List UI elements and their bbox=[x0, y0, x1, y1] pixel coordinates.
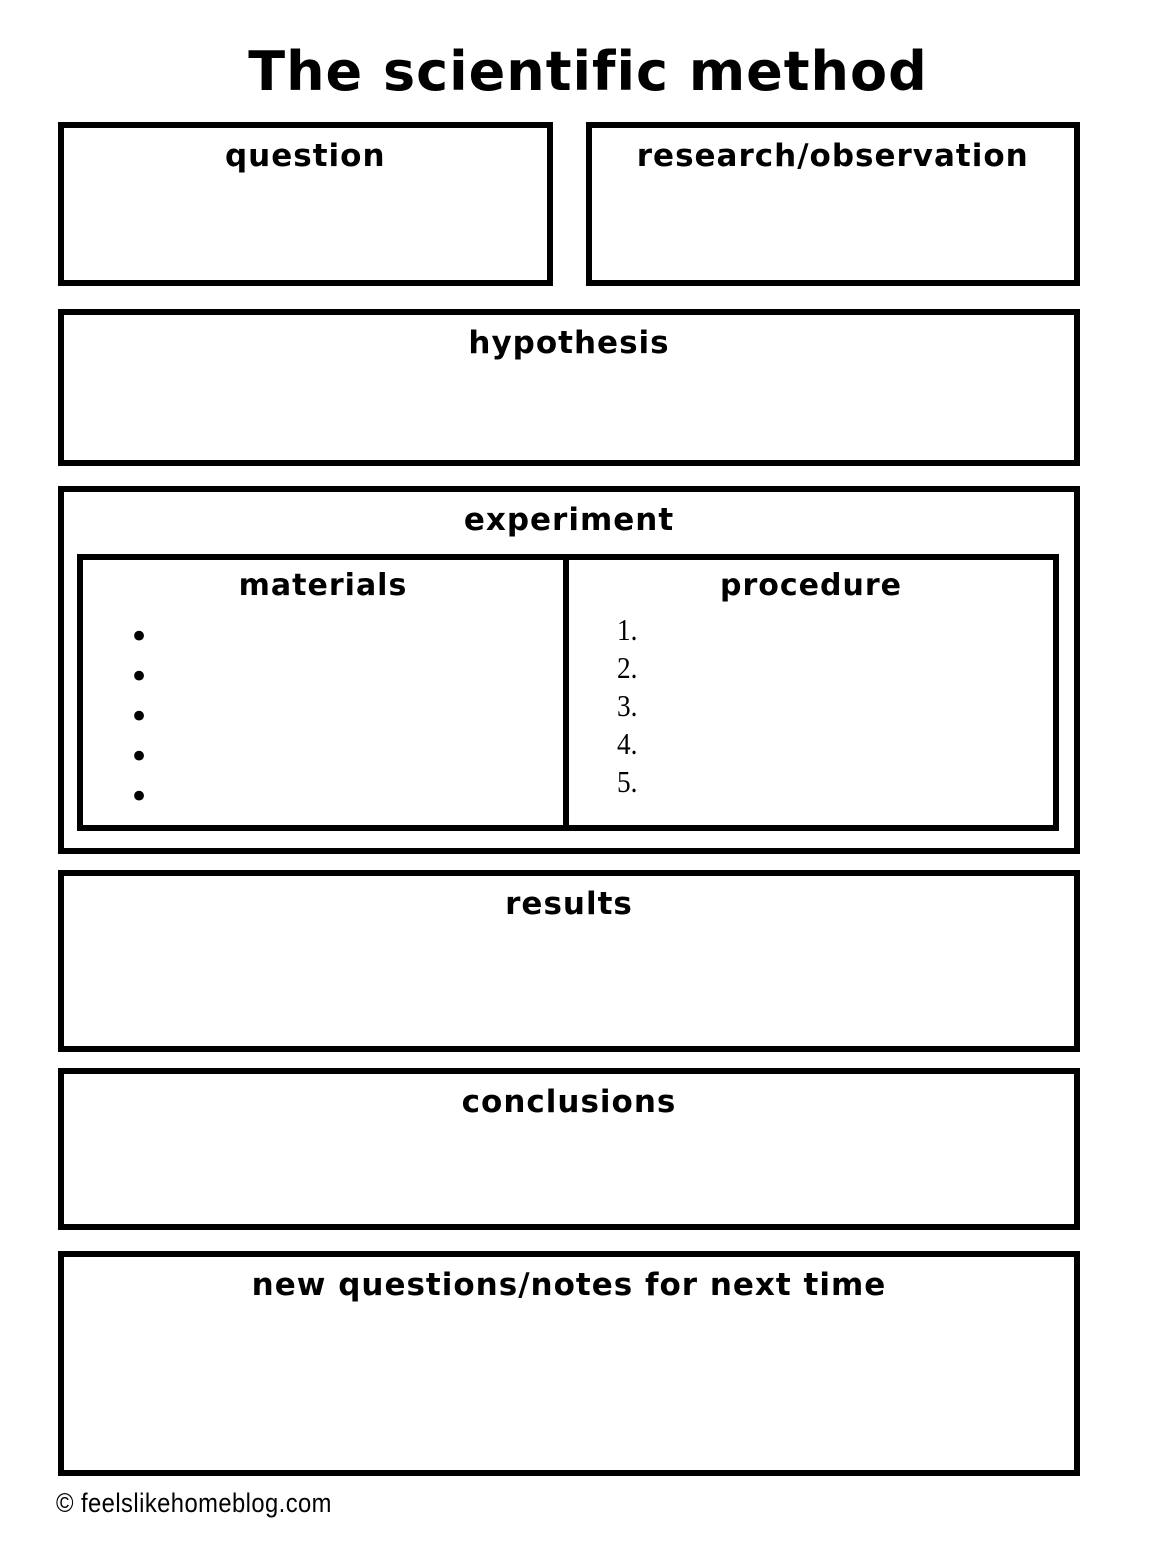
materials-bullet-item: • bbox=[129, 776, 150, 817]
materials-bullet-item: • bbox=[129, 616, 150, 657]
procedure-number-item: 3. bbox=[617, 687, 638, 723]
new-questions-box: new questions/notes for next time bbox=[58, 1250, 1080, 1476]
procedure-column: procedure 1.2.3.4.5. bbox=[569, 560, 1053, 825]
research-observation-box: research/observation bbox=[585, 121, 1080, 286]
conclusions-label: conclusions bbox=[461, 1083, 677, 1120]
materials-label: materials bbox=[238, 567, 408, 603]
materials-bullet-item: • bbox=[129, 656, 150, 697]
footer-credit: © feelslikehomeblog.com bbox=[56, 1487, 332, 1518]
experiment-box: experiment materials ••••• procedure 1.2… bbox=[58, 485, 1080, 854]
top-row: question research/observation bbox=[58, 121, 1080, 286]
hypothesis-box: hypothesis bbox=[58, 308, 1080, 466]
procedure-number-item: 5. bbox=[617, 763, 638, 799]
procedure-number-item: 2. bbox=[617, 649, 638, 685]
question-box: question bbox=[58, 121, 553, 286]
experiment-label: experiment bbox=[463, 501, 675, 538]
materials-bullet-item: • bbox=[129, 696, 150, 737]
page-footer: © feelslikehomeblog.com bbox=[0, 1476, 1176, 1519]
procedure-list: 1.2.3.4.5. bbox=[569, 611, 1053, 801]
procedure-number-item: 4. bbox=[617, 725, 638, 761]
question-label: question bbox=[224, 137, 386, 174]
materials-list: ••••• bbox=[83, 617, 563, 817]
results-box: results bbox=[58, 869, 1080, 1052]
hypothesis-label: hypothesis bbox=[468, 324, 670, 361]
new-questions-label: new questions/notes for next time bbox=[251, 1266, 887, 1303]
procedure-number-item: 1. bbox=[617, 611, 638, 647]
conclusions-box: conclusions bbox=[58, 1067, 1080, 1230]
research-observation-label: research/observation bbox=[636, 137, 1029, 174]
materials-bullet-item: • bbox=[129, 736, 150, 777]
procedure-label: procedure bbox=[720, 567, 902, 603]
page-title: The scientific method bbox=[248, 40, 928, 103]
results-label: results bbox=[505, 885, 633, 922]
experiment-inner-table: materials ••••• procedure 1.2.3.4.5. bbox=[77, 553, 1059, 831]
materials-column: materials ••••• bbox=[83, 559, 569, 825]
